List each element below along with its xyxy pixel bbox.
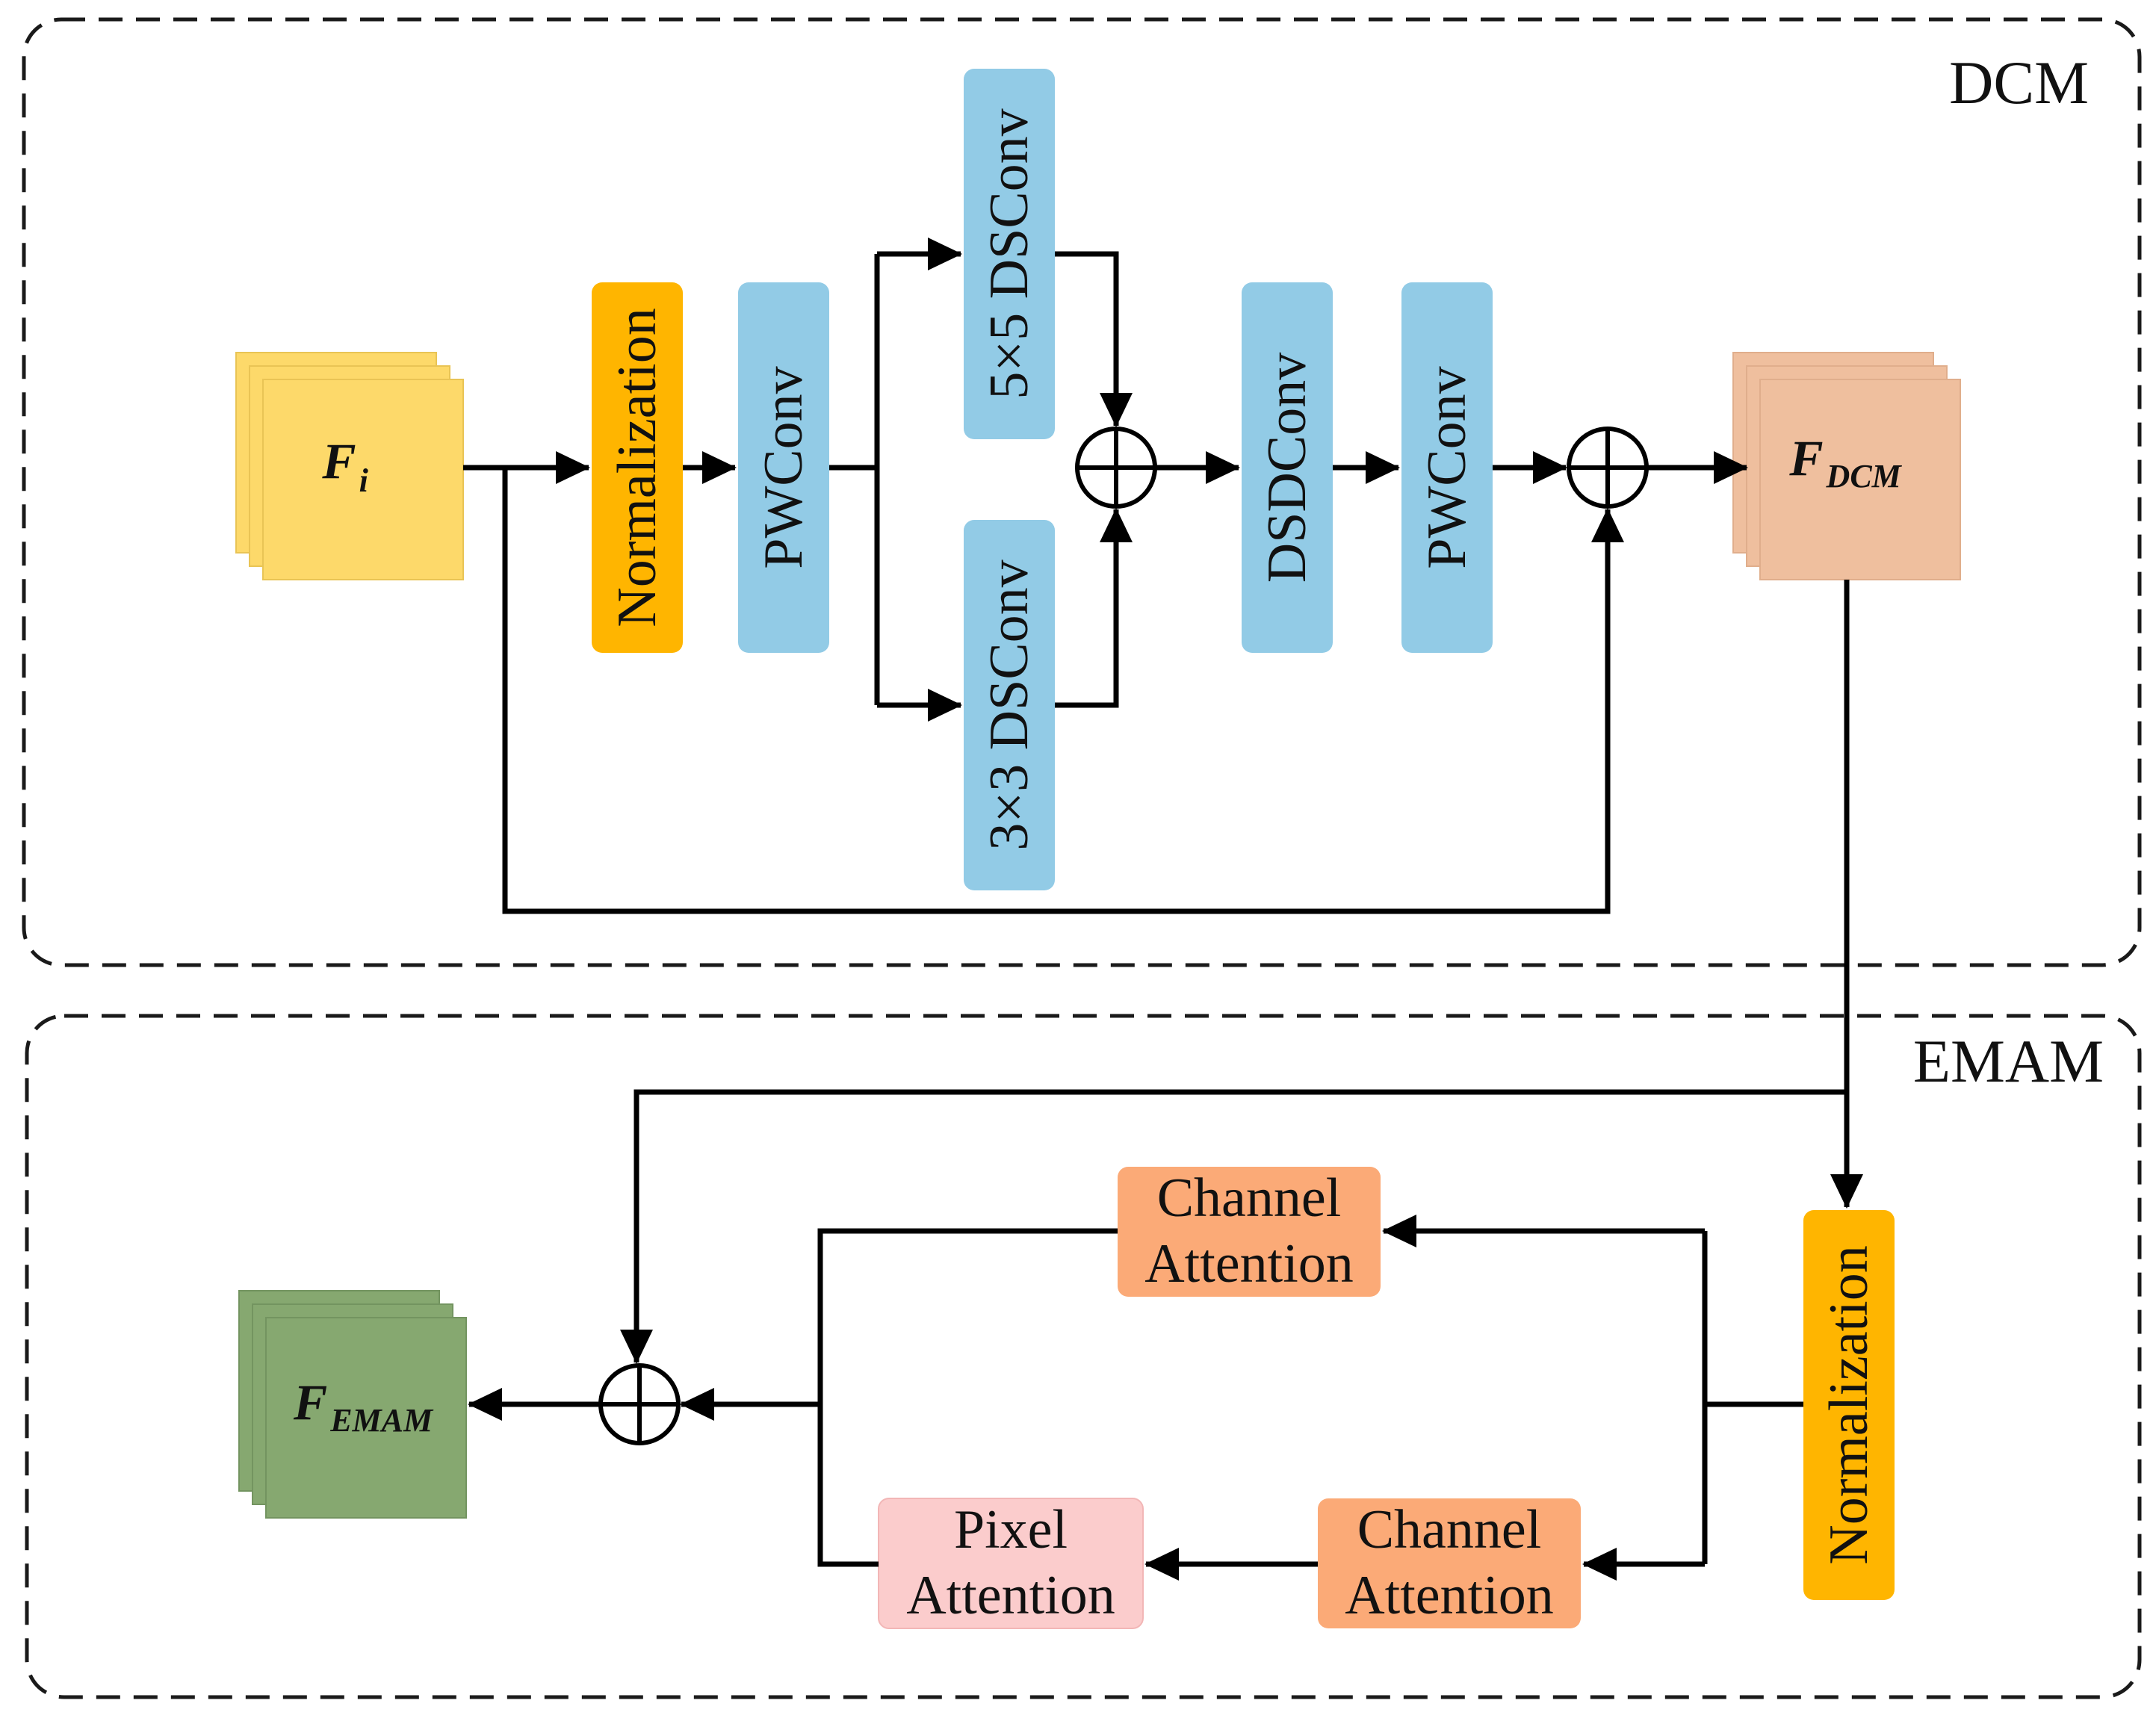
- emam-channel-attention-top-block: Channel Attention: [1118, 1167, 1381, 1297]
- dcm-section-title: DCM: [1949, 49, 2089, 117]
- dcm-dsdconv-block: DSDConv: [1242, 282, 1333, 653]
- input-feature-label: F: [321, 432, 356, 489]
- emam-connectors: [468, 580, 1863, 1581]
- emam-channel-attention-top-line2: Attention: [1144, 1233, 1354, 1294]
- dcm-pwconv-block-2: PWConv: [1401, 282, 1493, 653]
- dcm-output-feature-subscript: DCM: [1826, 458, 1903, 494]
- emam-section-frame: [25, 1014, 2142, 1699]
- emam-channel-attention-bottom-line2: Attention: [1345, 1565, 1554, 1626]
- dcm-connectors: [463, 238, 1748, 914]
- emam-channel-attention-bottom-line1: Channel: [1357, 1499, 1542, 1560]
- dcm-5x5-dsconv-block: 5×5 DSConv: [964, 69, 1055, 439]
- dcm-output-feature-label: F: [1788, 430, 1823, 486]
- dcm-normalization-block: Normalization: [592, 282, 683, 653]
- svg-text:FEMAM: FEMAM: [293, 1374, 434, 1439]
- input-feature-stack: Fi: [235, 352, 464, 580]
- dcm-5x5-dsconv-label: 5×5 DSConv: [979, 108, 1040, 399]
- dcm-pwconv-label-1: PWConv: [753, 366, 814, 568]
- emam-normalization-label: Normalization: [1818, 1245, 1880, 1564]
- dcm-sum-node-2: [1567, 427, 1649, 509]
- svg-text:Fi: Fi: [321, 432, 368, 499]
- emam-sum-node: [598, 1363, 681, 1445]
- input-feature-subscript: i: [359, 462, 369, 499]
- dcm-3x3-dsconv-block: 3×3 DSConv: [964, 520, 1055, 890]
- emam-section-title: EMAM: [1913, 1027, 2104, 1095]
- emam-pixel-attention-line2: Attention: [906, 1565, 1115, 1626]
- svg-text:FDCM: FDCM: [1788, 430, 1902, 494]
- emam-pixel-attention-line1: Pixel: [954, 1499, 1068, 1560]
- dcm-normalization-label: Normalization: [607, 308, 668, 627]
- emam-normalization-block: Normalization: [1803, 1210, 1895, 1600]
- dcm-dsdconv-label: DSDConv: [1257, 353, 1318, 583]
- emam-output-feature-label: F: [293, 1374, 327, 1430]
- emam-output-feature-subscript: EMAM: [329, 1402, 434, 1439]
- dcm-3x3-dsconv-label: 3×3 DSConv: [979, 559, 1040, 850]
- dcm-pwconv-block-1: PWConv: [738, 282, 829, 653]
- dcm-section-frame: [22, 17, 2142, 967]
- dcm-pwconv-label-2: PWConv: [1416, 366, 1478, 568]
- emam-output-feature-stack: FEMAM: [238, 1290, 467, 1519]
- emam-pixel-attention-block: Pixel Attention: [878, 1498, 1144, 1629]
- dcm-sum-node-1: [1075, 427, 1157, 509]
- dcm-output-feature-stack: FDCM: [1732, 352, 1961, 580]
- emam-channel-attention-top-line1: Channel: [1157, 1168, 1342, 1229]
- emam-channel-attention-bottom-block: Channel Attention: [1318, 1498, 1581, 1628]
